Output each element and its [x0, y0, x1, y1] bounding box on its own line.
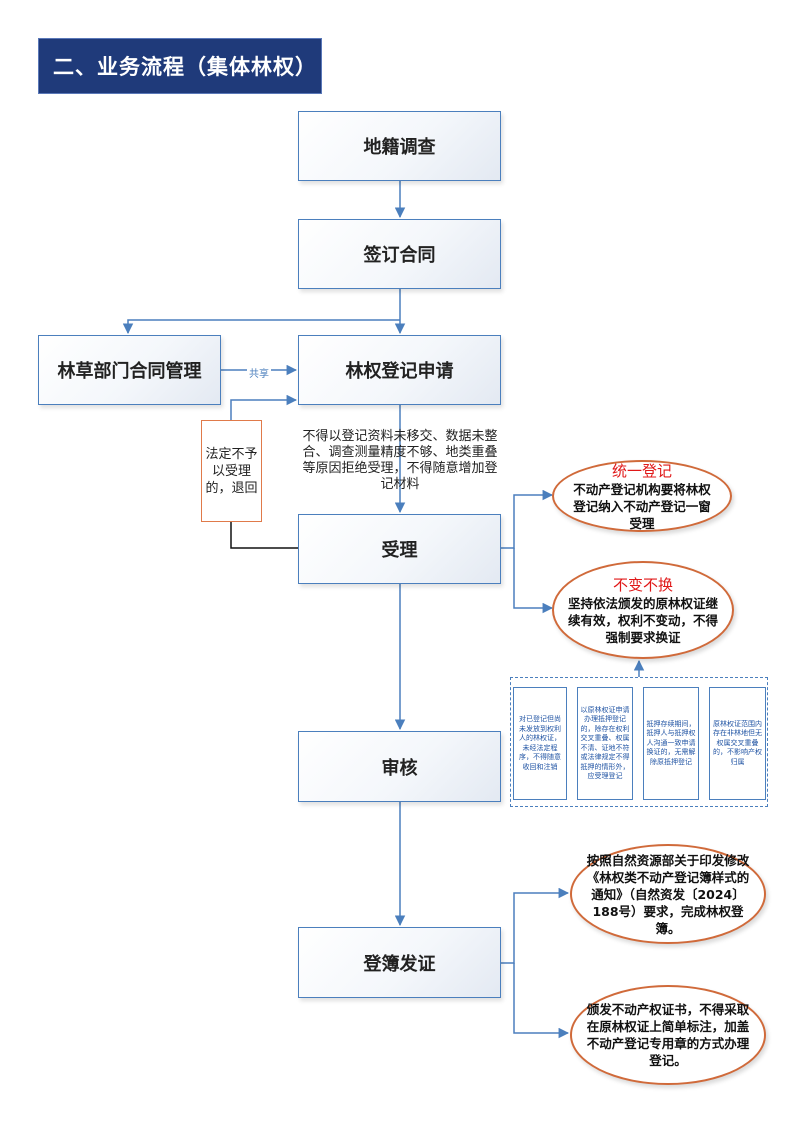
callout-unchanged: 不变不换 坚持依法颁发的原林权证继续有效，权利不变动，不得强制要求换证 [552, 561, 734, 659]
step-application: 林权登记申请 [298, 335, 501, 405]
step-acceptance: 受理 [298, 514, 501, 584]
step-registration: 登簿发证 [298, 927, 501, 998]
callout-unchanged-body: 坚持依法颁发的原林权证继续有效，权利不变动，不得强制要求换证 [568, 595, 719, 645]
callout-unified-title: 统一登记 [611, 461, 672, 480]
step-forestry-dept: 林草部门合同管理 [38, 335, 221, 405]
callout-unified-body: 不动产登记机构要将林权登记纳入不动产登记一窗受理 [573, 481, 711, 531]
step-survey: 地籍调查 [298, 111, 501, 181]
review-note-2: 以原林权证申请办理抵押登记的，除存在权利交叉重叠、权属不清、证地不符或法律规定不… [577, 687, 633, 800]
review-note-4: 原林权证范围内存在非林地但无权属交叉重叠的，不影响产权归属 [709, 687, 766, 800]
review-note-1: 对已登记但尚未发放到权利人的林权证，未经法定程序，不得随意收回和注销 [513, 687, 567, 800]
step-contract: 签订合同 [298, 219, 501, 289]
step-review: 审核 [298, 731, 501, 802]
callout-unchanged-title: 不变不换 [612, 575, 673, 594]
callout-registry-body: 按照自然资源部关于印发修改《林权类不动产登记簿样式的通知》（自然资发〔2024〕… [586, 852, 750, 936]
callout-certificate-body: 颁发不动产权证书，不得采取在原林权证上简单标注，加盖不动产登记专用章的方式办理登… [586, 1002, 750, 1068]
review-notes-panel [510, 677, 768, 807]
callout-unified-registration: 统一登记 不动产登记机构要将林权登记纳入不动产登记一窗受理 [552, 460, 732, 532]
share-label: 共享 [247, 365, 271, 380]
page-title: 二、业务流程（集体林权） [38, 38, 322, 94]
acceptance-note: 不得以登记资料未移交、数据未整合、调查测量精度不够、地类重叠等原因拒绝受理，不得… [302, 429, 498, 492]
review-note-3: 抵押存续期间，抵押人与抵押权人沟通一致申请换证的，无需解除原抵押登记 [643, 687, 699, 800]
reject-note: 法定不予以受理的，退回 [201, 420, 262, 522]
callout-certificate: 颁发不动产权证书，不得采取在原林权证上简单标注，加盖不动产登记专用章的方式办理登… [570, 985, 766, 1085]
callout-registry-book: 按照自然资源部关于印发修改《林权类不动产登记簿样式的通知》（自然资发〔2024〕… [570, 844, 766, 944]
